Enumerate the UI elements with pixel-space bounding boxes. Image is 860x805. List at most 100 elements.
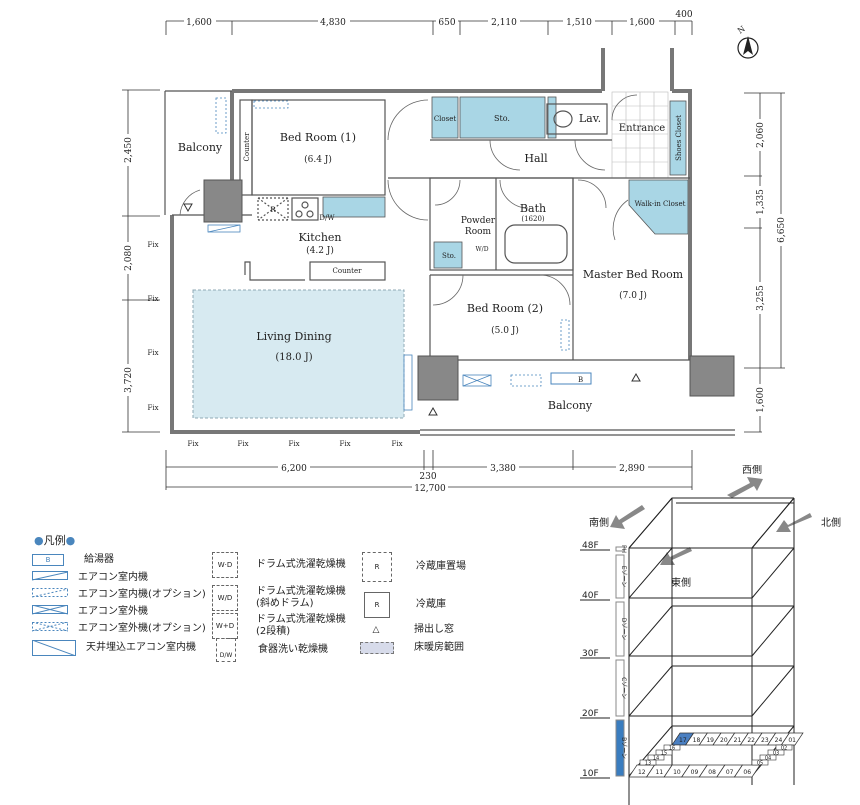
building-key-diagram: 西側 南側 北側 東側 48F40F30F20F10FPHEゾーンDゾーンCゾー… <box>580 465 841 805</box>
label-walk-in-closet: Walk-in Closet <box>635 200 686 208</box>
exterior-walls <box>170 48 692 434</box>
ceiling-aircon-icon <box>32 640 76 656</box>
label-bedroom-2: Bed Room (2) <box>467 302 543 315</box>
washer-dryer-tilted-icon: W/D <box>212 585 238 611</box>
floor-label: 48F <box>582 541 599 551</box>
fix-label-bottom: Fix <box>339 440 350 448</box>
floor-label: 40F <box>582 591 599 601</box>
sweep-window-icon: △ <box>372 625 380 635</box>
floor-diagonal <box>628 497 673 549</box>
legend-item-washer-dryer: W·D ドラム式洗濯乾燥機 <box>212 552 346 578</box>
label-entrance: Entrance <box>619 123 666 134</box>
label-master-bedroom-size: (7.0 J) <box>619 290 647 301</box>
legend: ●凡例● B 給湯器 エアコン室内機 エアコン室内機(オプション) エアコン室外… <box>32 532 472 662</box>
lav-counter <box>547 96 557 139</box>
unit-label: 11 <box>656 769 664 776</box>
label-living-dining: Living Dining <box>256 330 331 343</box>
direction-east: 東側 <box>671 576 691 589</box>
dim-bottom-total: 12,700 <box>414 484 446 494</box>
legend-label: ドラム式洗濯乾燥機 <box>256 586 346 597</box>
zone-label: Bゾーン <box>620 737 627 759</box>
fix-label-bottom: Fix <box>288 440 299 448</box>
floor-heating-icon <box>360 642 394 654</box>
dim-top-7: 400 <box>675 10 692 20</box>
label-fridge: R <box>270 206 276 214</box>
aircon-indoor-option-icon <box>32 588 68 602</box>
floor-diagonal <box>628 547 673 599</box>
label-bedroom-1-size: (6.4 J) <box>304 154 332 165</box>
legend-item-dishwasher: D/W 食器洗い乾燥機 <box>216 638 328 662</box>
fix-label-left: Fix <box>147 404 158 412</box>
legend-item-fridge-space: R 冷蔵庫置場 <box>362 552 466 582</box>
legend-item-washer-dryer-stacked: W+D ドラム式洗濯乾燥機(2段積) <box>212 613 346 639</box>
legend-item-aircon-indoor-option: エアコン室内機(オプション) <box>32 588 206 602</box>
unit-label: 19 <box>706 737 714 744</box>
label-counter: Counter <box>333 267 363 275</box>
unit-label: 16 <box>669 746 675 752</box>
floor-diagonal <box>751 547 795 599</box>
sweep-window-icon <box>183 203 193 213</box>
zone-label: Eゾーン <box>620 566 627 588</box>
zone-label: PH <box>620 545 627 553</box>
legend-label-sub: (2段積) <box>256 626 291 637</box>
floor-label: 30F <box>582 649 599 659</box>
legend-item-washer-dryer-tilted: W/D ドラム式洗濯乾燥機(斜めドラム) <box>212 585 346 611</box>
dim-right-4: 1,600 <box>756 387 766 413</box>
unit-cell <box>751 759 769 766</box>
unit-label: 22 <box>747 737 755 744</box>
zone-label: Cゾーン <box>620 677 627 699</box>
washer-dryer-icon: W·D <box>212 552 238 578</box>
aircon-units <box>207 97 570 411</box>
unit-label: 10 <box>673 769 681 776</box>
direction-north: 北側 <box>821 516 841 529</box>
legend-title: ●凡例● <box>34 534 76 547</box>
label-closet: Closet <box>434 115 457 123</box>
unit-label: 08 <box>708 769 716 776</box>
label-master-bedroom: Master Bed Room <box>583 268 684 281</box>
unit-label: 13 <box>645 761 651 767</box>
floor-plan: 1,600 4,830 650 2,110 1,510 1,600 400 2,… <box>122 10 787 494</box>
unit-label: 12 <box>638 769 646 776</box>
fridge-icon: R <box>364 592 390 618</box>
unit-label: 01 <box>788 737 796 744</box>
fix-label-left: Fix <box>147 349 158 357</box>
label-bedroom-1: Bed Room (1) <box>280 131 356 144</box>
dim-top-6: 1,600 <box>629 18 655 28</box>
floor-diagonal <box>628 665 673 717</box>
legend-label: エアコン室外機 <box>78 606 148 617</box>
dim-bottom-4: 2,890 <box>619 464 645 474</box>
legend-label: エアコン室内機(オプション) <box>78 589 206 600</box>
legend-item-water-heater: B 給湯器 <box>32 554 114 566</box>
fix-label-bottom: Fix <box>391 440 402 448</box>
aircon-outdoor-option-icon <box>32 622 68 636</box>
fix-label-bottom: Fix <box>237 440 248 448</box>
legend-item-aircon-outdoor: エアコン室外機 <box>32 605 148 619</box>
storage-1 <box>459 96 546 139</box>
unit-label: 24 <box>775 737 783 744</box>
zone-bar <box>615 546 625 552</box>
unit-label: 21 <box>734 737 742 744</box>
dim-right-2: 1,335 <box>756 189 766 215</box>
unit-label: 04 <box>765 756 771 762</box>
label-balcony-east: Balcony <box>548 399 593 412</box>
label-storage-2: Sto. <box>442 252 456 260</box>
legend-label: 天井埋込エアコン室内機 <box>86 642 196 653</box>
arrow-south-icon <box>610 505 645 529</box>
washer-dryer-stacked-icon: W+D <box>212 613 238 639</box>
direction-south: 南側 <box>589 516 609 529</box>
dim-left-3: 3,720 <box>124 367 134 393</box>
unit-label: 09 <box>691 769 699 776</box>
arrow-west-icon <box>727 477 763 498</box>
water-heater-symbol: B <box>32 554 64 566</box>
compass-label: N <box>736 24 747 35</box>
legend-label: エアコン室外機(オプション) <box>78 623 206 634</box>
unit-label: 06 <box>743 769 751 776</box>
storage-2 <box>433 241 463 269</box>
label-storage-1: Sto. <box>494 114 510 123</box>
legend-item-aircon-outdoor-option: エアコン室外機(オプション) <box>32 622 206 636</box>
label-powder-room-2: Room <box>465 227 492 237</box>
zone-label: Dゾーン <box>620 618 627 640</box>
arrow-east-icon <box>660 547 692 565</box>
dim-bottom-2: 230 <box>419 472 436 482</box>
floor-diagonal <box>751 665 795 717</box>
